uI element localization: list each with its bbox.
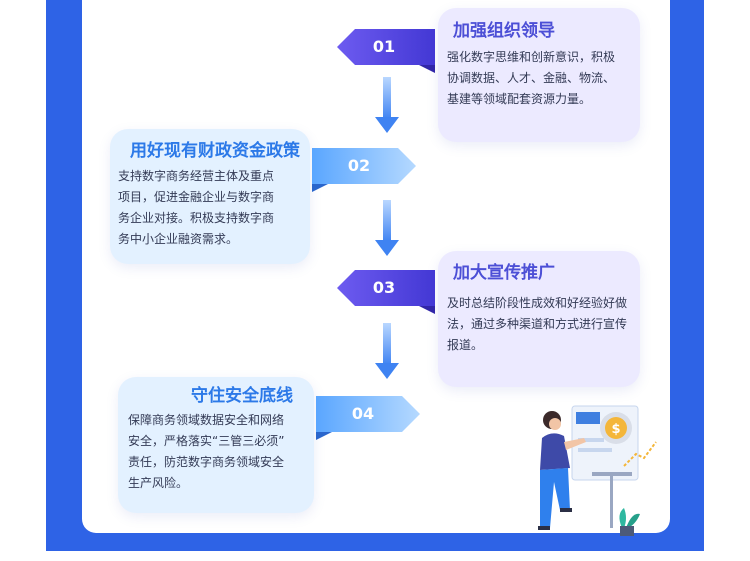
step-01-card — [438, 8, 640, 142]
step-02-line: 务企业对接。积极支持数字商 — [118, 211, 275, 225]
step-03-description: 及时总结阶段性成效和好经验好做 法，通过多种渠道和方式进行宣传 报道。 — [447, 293, 639, 356]
step-03-line: 法，通过多种渠道和方式进行宣传 — [447, 317, 628, 331]
step-03-card — [438, 251, 640, 387]
step-04-number: 04 — [351, 404, 375, 423]
woman-presenting-finance-icon: $ — [538, 405, 657, 536]
step-02-line: 项目，促进金融企业与数字商 — [118, 190, 275, 204]
step-02-number: 02 — [347, 156, 371, 175]
step-02-line: 务中小企业融资需求。 — [118, 232, 239, 246]
down-arrow-icon — [375, 200, 399, 256]
step-03-title: 加大宣传推广 — [453, 263, 555, 283]
step-01-line: 基建等领域配套资源力量。 — [447, 92, 592, 106]
step-01-line: 协调数据、人才、金融、物流、 — [447, 71, 616, 85]
step-04-line: 生产风险。 — [128, 476, 189, 490]
step-04-description: 保障商务领域数据安全和网络 安全，严格落实“三管三必须” 责任，防范数字商务领域… — [128, 410, 314, 494]
step-02-card — [110, 129, 310, 264]
coin-symbol: $ — [611, 422, 620, 437]
step-01-tag: 01 — [337, 29, 435, 73]
tag-left-arrow-shape — [337, 29, 435, 73]
tag-left-arrow-shape — [337, 270, 435, 314]
step-03-line: 报道。 — [447, 338, 484, 352]
down-arrow-icon — [375, 77, 399, 133]
step-02-tag: 02 — [310, 148, 416, 192]
step-03-line: 及时总结阶段性成效和好经验好做 — [447, 296, 628, 310]
step-04-line: 安全，严格落实“三管三必须” — [128, 434, 285, 448]
step-03-number: 03 — [372, 278, 396, 297]
step-04-card — [118, 377, 314, 513]
step-01-description: 强化数字思维和创新意识，积极 协调数据、人才、金融、物流、 基建等领域配套资源力… — [447, 47, 637, 110]
step-04-title: 守住安全底线 — [191, 386, 293, 406]
step-01-number: 01 — [372, 37, 396, 56]
step-04-line: 责任，防范数字商务领域安全 — [128, 455, 285, 469]
step-02-description: 支持数字商务经营主体及重点 项目，促进金融企业与数字商 务企业对接。积极支持数字… — [118, 166, 308, 250]
down-arrow-icon — [375, 323, 399, 379]
step-04-line: 保障商务领域数据安全和网络 — [128, 413, 285, 427]
step-04-tag: 04 — [314, 396, 420, 440]
step-01-line: 强化数字思维和创新意识，积极 — [447, 50, 616, 64]
tag-right-arrow-shape — [316, 396, 420, 440]
step-01-title: 加强组织领导 — [453, 21, 555, 41]
step-02-line: 支持数字商务经营主体及重点 — [118, 169, 275, 183]
step-03-tag: 03 — [337, 270, 435, 314]
tag-right-arrow-shape — [312, 148, 416, 192]
step-02-title: 用好现有财政资金政策 — [130, 141, 300, 161]
